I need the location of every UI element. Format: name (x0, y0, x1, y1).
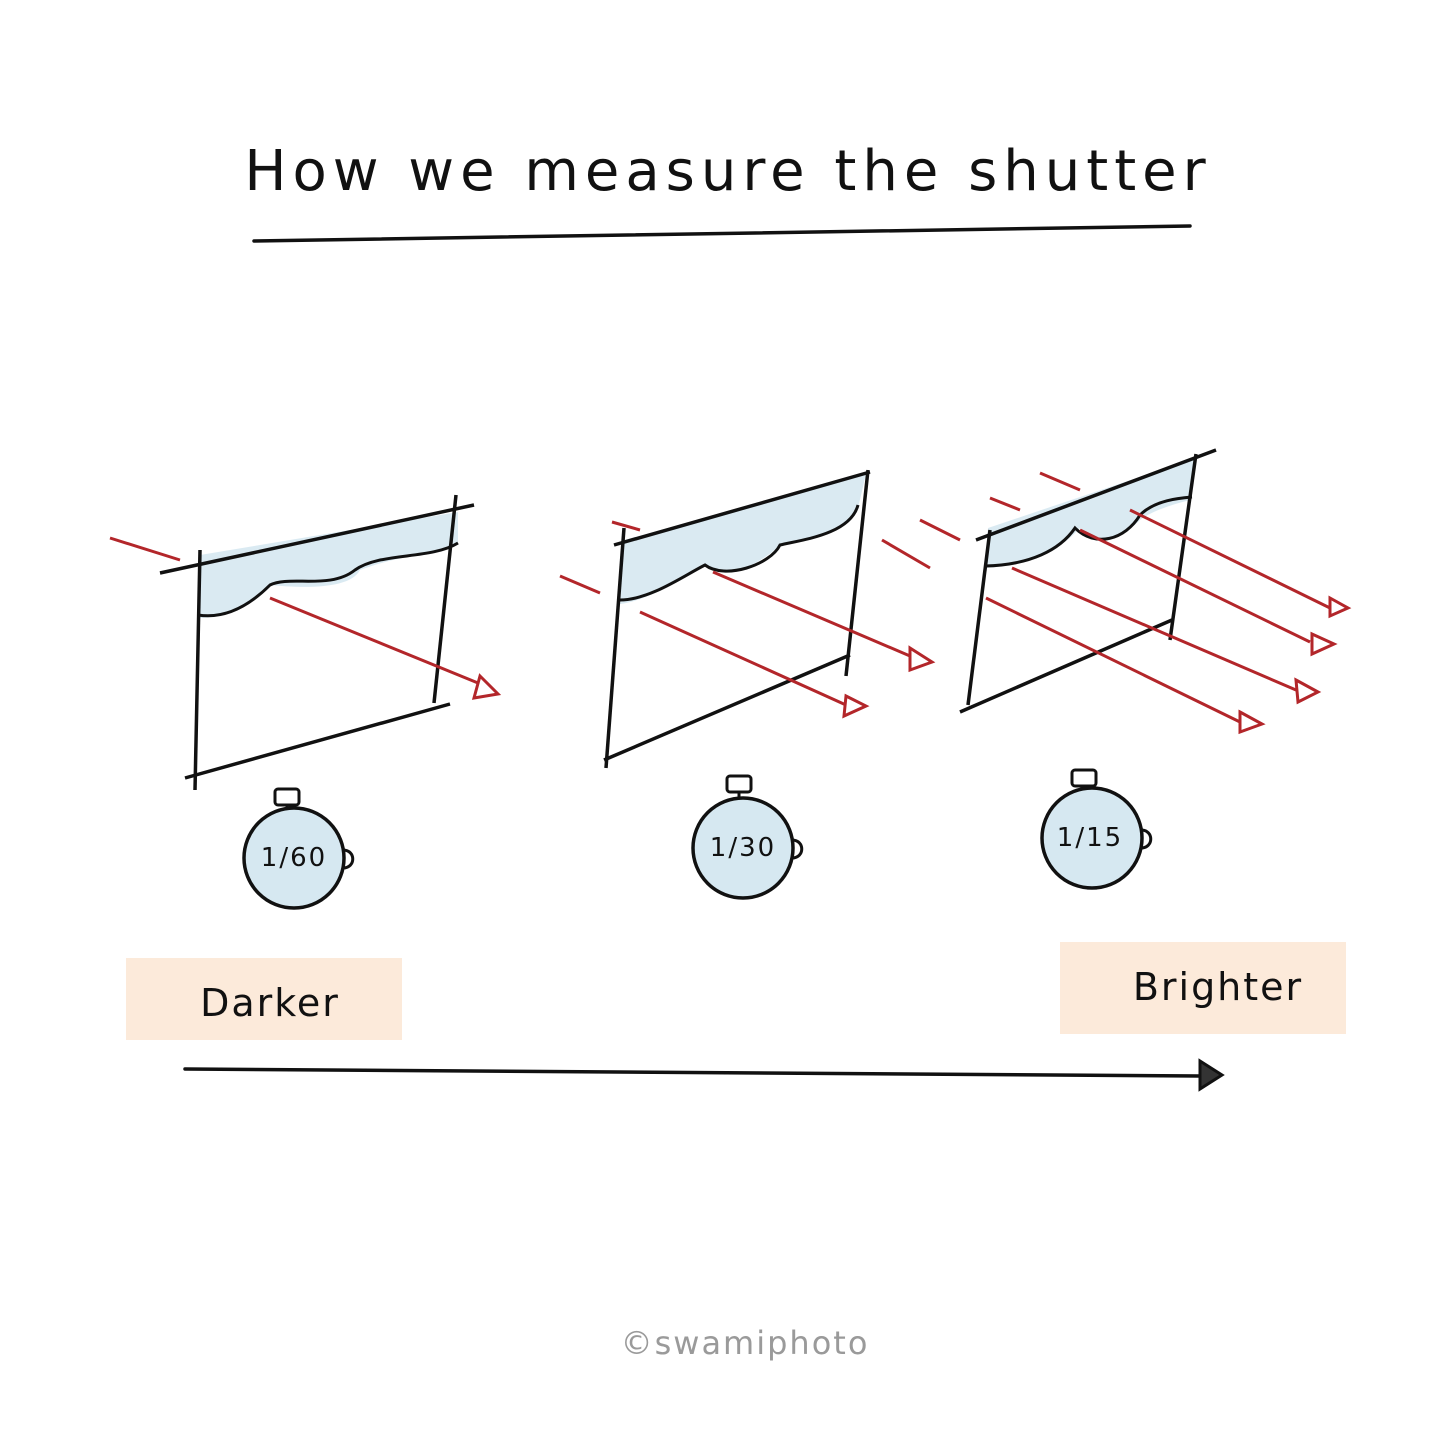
shutter-curtain (198, 512, 458, 618)
curtain-edge (619, 504, 860, 602)
light-rays (109, 536, 502, 700)
frame-bottom (959, 618, 1173, 714)
frame-right (844, 469, 870, 677)
frame-right (432, 494, 458, 704)
title-underline (252, 224, 1192, 243)
shutter-speed-label: 1/60 (261, 843, 327, 873)
brighter-label: Brighter (1060, 942, 1346, 1034)
frame-right (1168, 453, 1198, 641)
shutter-curtain (620, 474, 866, 604)
stopwatch-icon: 1/15 (1040, 768, 1153, 890)
svg-text:Brighter: Brighter (1133, 965, 1303, 1009)
stopwatch-icon: 1/30 (691, 774, 804, 900)
frame-bottom (184, 702, 451, 780)
page-title: How we measure the shutter (244, 139, 1211, 204)
frame-left (193, 549, 202, 791)
credit: ©swamiphoto (621, 1324, 870, 1362)
svg-text:Darker: Darker (200, 981, 340, 1025)
arrow-right-icon (183, 1058, 1225, 1092)
exposure-frame-3 (881, 448, 1352, 735)
frame-left (966, 529, 992, 706)
frame-bottom (603, 653, 851, 762)
light-rays (559, 520, 936, 719)
shutter-speed-label: 1/15 (1057, 823, 1123, 853)
frame-top (159, 503, 475, 575)
curtain-edge (197, 541, 459, 618)
light-rays (881, 471, 1352, 735)
darker-label: Darker (126, 958, 402, 1040)
frame-top (613, 470, 871, 547)
exposure-frame-1 (109, 494, 502, 791)
frame-left (604, 527, 626, 769)
shutter-speed-label: 1/30 (710, 833, 776, 863)
shutter-curtain (985, 458, 1196, 568)
stopwatch-icon: 1/60 (242, 787, 355, 910)
frame-top (975, 448, 1217, 542)
exposure-frame-2 (559, 469, 936, 769)
